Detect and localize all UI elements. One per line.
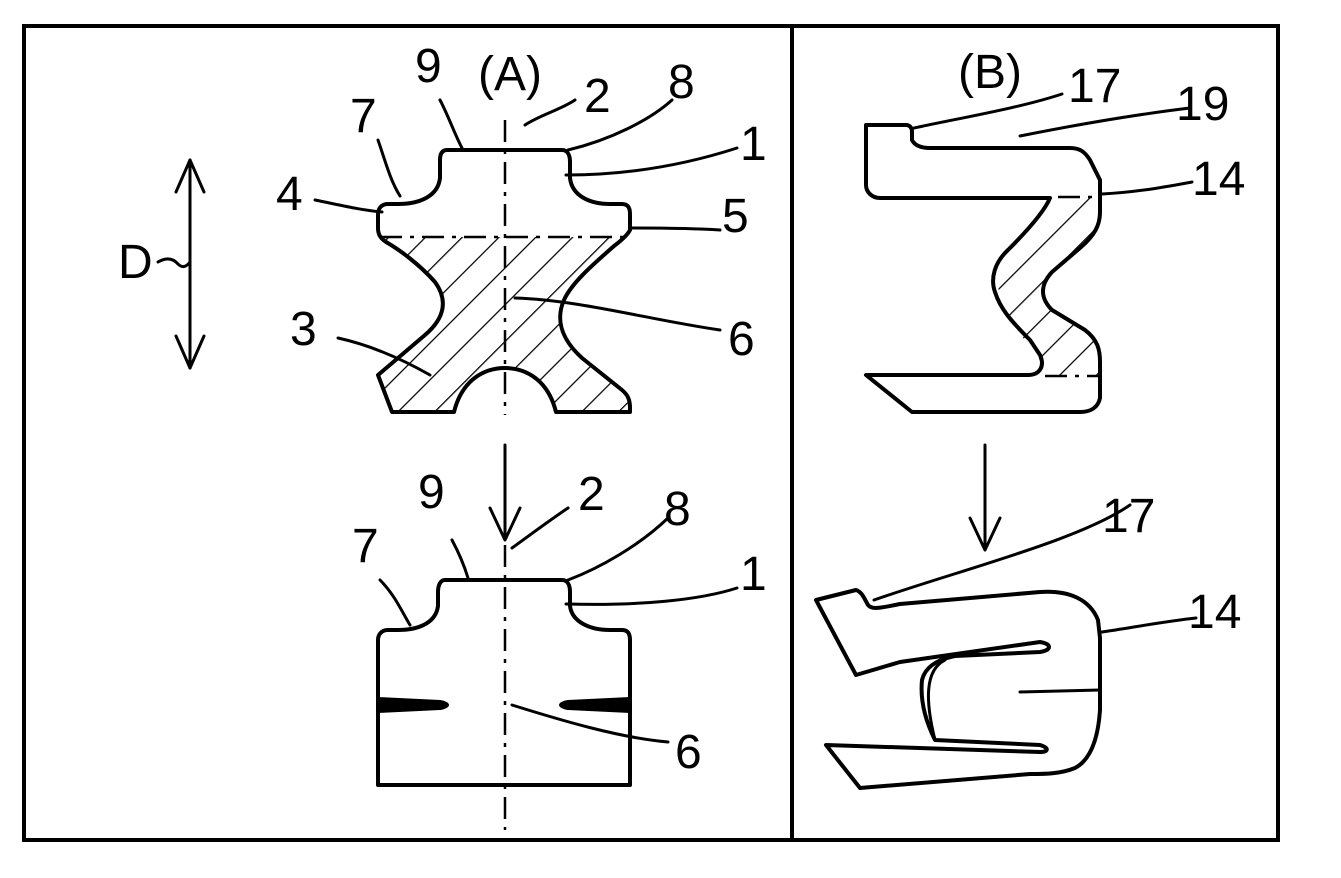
- label-17-after: 17: [1102, 490, 1155, 543]
- panel-b-hatched-region: [999, 198, 1101, 375]
- label-6: 6: [728, 313, 755, 366]
- panel-a: (A) D 9: [118, 40, 767, 830]
- crease-right: [559, 697, 630, 713]
- label-5: 5: [722, 190, 749, 243]
- direction-arrow: D: [118, 160, 204, 368]
- label-7: 7: [350, 90, 377, 143]
- panel-b-part-before: 17 19 14: [866, 60, 1245, 412]
- label-8: 8: [668, 56, 695, 109]
- label-1: 1: [740, 118, 767, 171]
- label-2-after: 2: [578, 468, 605, 521]
- panel-b-part-after: 17 14: [816, 490, 1241, 788]
- label-4: 4: [276, 168, 303, 221]
- label-8-after: 8: [664, 483, 691, 536]
- label-2: 2: [584, 70, 611, 123]
- label-19: 19: [1176, 78, 1229, 131]
- label-1-after: 1: [740, 548, 767, 601]
- crease-left: [378, 697, 449, 713]
- label-9: 9: [415, 40, 442, 93]
- panel-b-title: (B): [958, 46, 1022, 99]
- label-7-after: 7: [352, 520, 379, 573]
- panel-b: (B) 17 19 14 17 14: [816, 46, 1245, 788]
- label-3: 3: [290, 303, 317, 356]
- label-6-after: 6: [675, 726, 702, 779]
- label-17: 17: [1068, 60, 1121, 113]
- direction-label: D: [118, 236, 153, 289]
- figure-frame: [24, 26, 1278, 840]
- label-14: 14: [1192, 153, 1245, 206]
- part-after-deformation: 9 2 8 7 1 6: [352, 466, 767, 830]
- panel-a-title: (A): [478, 48, 542, 101]
- label-14-after: 14: [1188, 586, 1241, 639]
- label-9-after: 9: [418, 466, 445, 519]
- panel-b-outline-after: [816, 590, 1100, 788]
